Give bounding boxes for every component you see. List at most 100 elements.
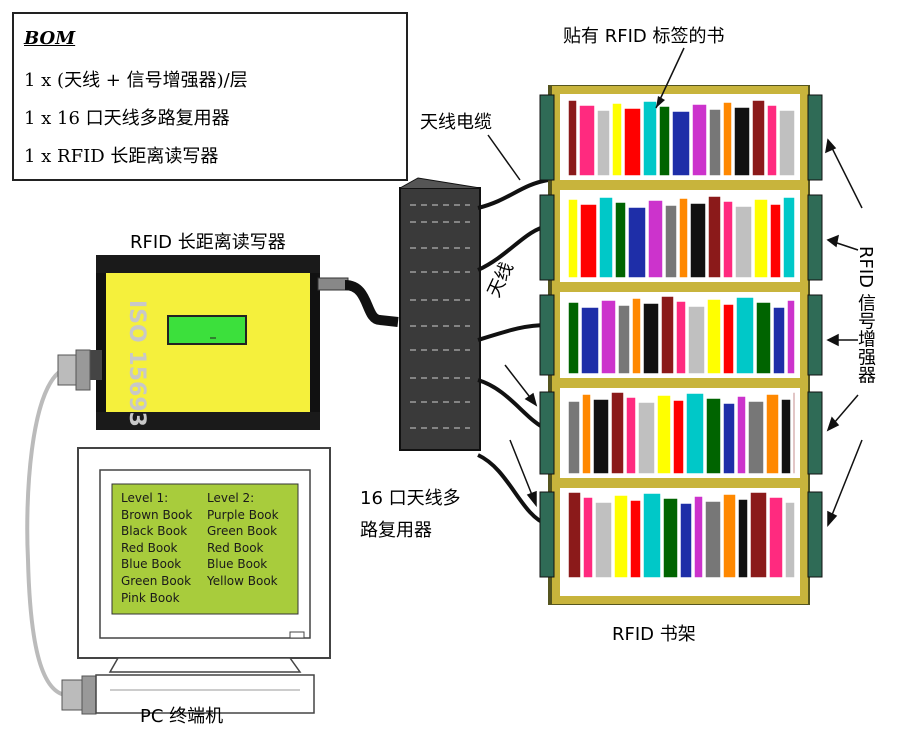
book-spine [753,198,769,279]
book-spine [662,497,679,579]
book-spine [687,305,706,375]
rfid-reader [88,255,349,430]
book-spine [613,494,629,579]
antenna-multiplexer [399,177,481,451]
book-spine [722,493,737,579]
book-spine [784,501,796,579]
book-spine [637,401,656,475]
book-spine [766,104,778,177]
screen-item: Level 1: [121,491,169,505]
bom-box: BOM 1 x (天线 + 信号增强器)/层 1 x 16 口天线多路复用器 1… [12,12,408,181]
book-spine [778,109,796,177]
bookshelf-label: RFID 书架 [612,624,696,645]
book-spine [755,301,772,375]
book-spine [749,491,768,579]
book-spine [658,105,671,177]
book-spine [614,201,627,279]
book-spine [642,302,660,375]
mux-label-line1: 16 口天线多 [360,488,461,509]
book-spine [706,298,722,375]
book-spine [733,106,751,177]
bom-title: BOM [24,28,76,49]
book-spine [769,203,782,279]
book-spine [672,399,685,475]
reader-vertical-text: ISO 15693 [124,300,149,427]
book-spine [610,391,625,475]
book-spine [611,102,623,177]
book-spine [642,100,658,177]
book-spine [580,306,600,375]
reader-mux-cable [344,280,399,327]
books-tagged-label: 贴有 RFID 标签的书 [563,26,725,47]
pc-serial-cable [25,368,66,697]
screen-item: Black Book [121,524,188,539]
book-spine [768,496,784,579]
book-spine [600,299,617,375]
book-spine [736,395,747,475]
book-spine [579,203,598,279]
book-spine [765,393,780,475]
book-spine [722,101,733,177]
serial-connector-bottom [61,675,97,715]
book-spine [594,501,613,579]
screen-col-level2: Level 2: Purple Book Green Book Red Book… [207,490,279,590]
screen-item: Pink Book [121,590,180,605]
book-spine [598,196,614,279]
book-spine [705,397,722,475]
book-spine [664,204,678,279]
book-spine [704,500,722,579]
book-spine [567,400,581,475]
book-spine [631,297,642,375]
screen-item: Blue Book [121,557,182,572]
pc-terminal-label: PC 终端机 [140,706,224,727]
bom-line-1: 1 x (天线 + 信号增强器)/层 [24,70,248,91]
book-spine [685,392,705,475]
book-spine [642,492,662,579]
booster-arrows [825,138,863,527]
book-spine [679,502,693,579]
screen-item: Brown Book [121,507,193,522]
book-spine [592,398,610,475]
book-spine [660,295,675,375]
book-spine [693,495,704,579]
book-spine [772,306,786,375]
book-spine [691,103,708,177]
screen-item: Purple Book [207,507,279,522]
book-spine [578,104,596,177]
screen-item: Green Book [207,524,278,539]
book-spine [734,205,753,279]
book-spine [747,400,765,475]
book-spine [722,303,735,375]
serial-connector-top [57,349,91,391]
left-booster-arrows [504,364,538,508]
book-spine [792,391,796,475]
screen-item: Blue Book [207,557,268,572]
book-spine [596,109,611,177]
book-spine [722,200,734,279]
book-spine [567,198,579,279]
book-spine [675,300,687,375]
book-spine [567,301,580,375]
book-spine [629,499,642,579]
antenna-cable-label: 天线电缆 [420,112,492,133]
book-spine [782,196,796,279]
mux-label-line2: 路复用器 [360,520,432,541]
books [567,99,796,579]
reader-title-label: RFID 长距离读写器 [130,232,286,253]
book-spine [623,107,642,177]
bom-line-3: 1 x RFID 长距离读写器 [24,146,219,167]
antenna-cables [477,178,549,527]
screen-item: Yellow Book [207,573,278,588]
book-spine [737,498,749,579]
screen-item: Red Book [207,540,264,555]
screen-item: Level 2: [207,491,255,505]
screen-item: Red Book [121,540,178,555]
book-spine [567,491,582,579]
book-spine [617,304,631,375]
rfid-bookshelf [539,85,823,605]
book-spine [708,108,722,177]
antenna-cable-pointer [487,134,521,181]
book-tag-arrowhead [656,96,665,108]
book-spine [689,202,707,279]
